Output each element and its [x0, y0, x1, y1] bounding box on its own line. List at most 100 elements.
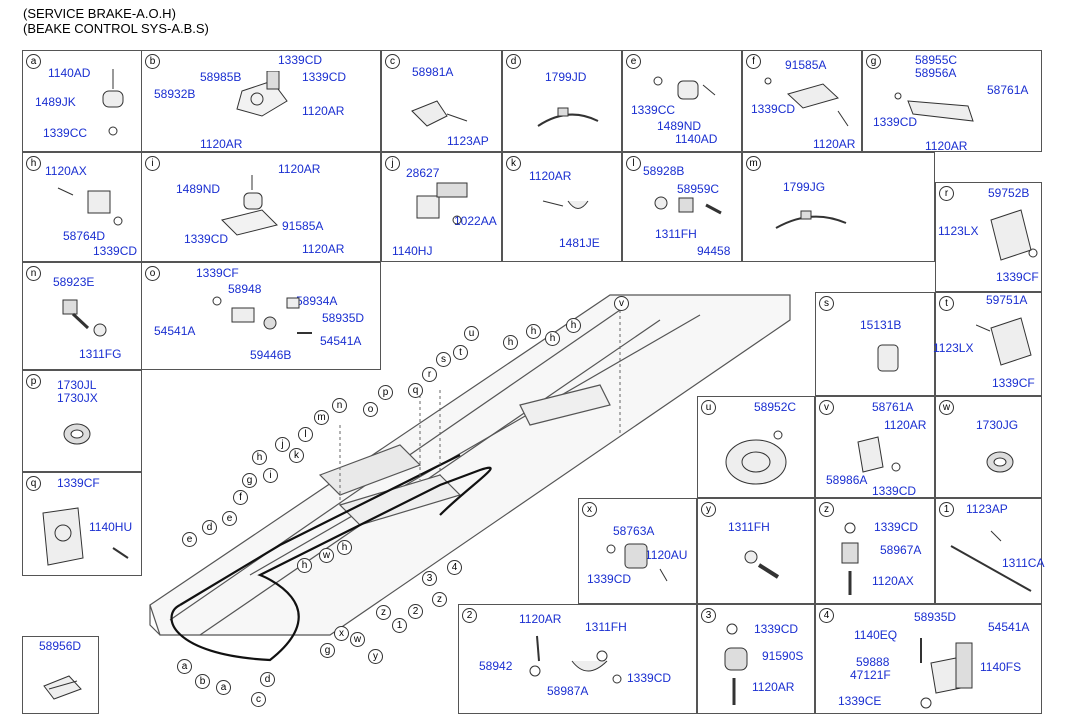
box-e: e 1339CC 1489ND 1140AD: [622, 50, 742, 152]
part-label: 1489ND: [657, 119, 702, 133]
box-letter: u: [701, 400, 716, 415]
callout-bubble: t: [453, 345, 468, 360]
part-booster-icon: [725, 430, 787, 485]
box-j: j 28627 1022AA 1140HJ: [381, 152, 502, 262]
part-label: 1120AR: [200, 137, 243, 151]
part-label: 1120AX: [45, 164, 87, 178]
header-line-1: (SERVICE BRAKE-A.O.H): [23, 6, 176, 21]
box-letter: e: [626, 54, 641, 69]
part-grommet-icon: [63, 423, 91, 445]
part-label: 58928B: [643, 164, 685, 178]
part-label: 1140AD: [48, 66, 91, 80]
callout-bubble: v: [614, 296, 629, 311]
callout-bubble: 2: [408, 604, 423, 619]
part-label: 1799JG: [783, 180, 826, 194]
callout-bubble: l: [298, 427, 313, 442]
part-label: 54541A: [154, 324, 196, 338]
header-line-2: (BEAKE CONTROL SYS-A.B.S): [23, 21, 209, 36]
callout-bubble: 3: [422, 571, 437, 586]
part-label: 59752B: [988, 186, 1030, 200]
part-cable-icon: [950, 530, 1032, 592]
box-letter: 2: [462, 608, 477, 623]
part-label: 1339CD: [873, 115, 918, 129]
box-s: s 15131B: [815, 292, 935, 396]
part-label: 94458: [697, 244, 731, 258]
part-sleeve-icon: [877, 344, 899, 372]
part-label: 1123LX: [938, 224, 979, 238]
callout-bubble: h: [252, 450, 267, 465]
box-letter: d: [506, 54, 521, 69]
part-label: 91585A: [785, 58, 827, 72]
part-label: 54541A: [988, 620, 1030, 634]
callout-bubble: d: [260, 672, 275, 687]
box-3: 3 1339CD 91590S 1120AR: [697, 604, 815, 714]
box-r: r 59752B 1123LX 1339CF: [935, 182, 1042, 292]
part-label: 58763A: [613, 524, 655, 538]
callout-bubble: i: [263, 468, 278, 483]
callout-bubble: j: [275, 437, 290, 452]
callout-bubble: a: [216, 680, 231, 695]
callout-bubble: h: [526, 324, 541, 339]
box-letter: x: [582, 502, 597, 517]
box-2: 2 1120AR 1311FH 58942 58987A 1339CD: [458, 604, 697, 714]
part-clamp-icon: [724, 623, 748, 705]
callout-bubble: a: [177, 659, 192, 674]
box-w: w 1730JG: [935, 396, 1042, 498]
part-label: 54541A: [320, 334, 362, 348]
box-letter: i: [145, 156, 160, 171]
part-label: 1339CF: [996, 270, 1039, 284]
box-letter: z: [819, 502, 834, 517]
part-label: 58952C: [754, 400, 797, 414]
part-label: 1339CD: [627, 671, 672, 685]
part-clip-icon: [542, 200, 589, 209]
part-label: 1311FH: [655, 227, 697, 241]
box-letter: p: [26, 374, 41, 389]
callout-bubble: s: [436, 352, 451, 367]
part-bracket-icon: [857, 436, 901, 473]
callout-bubble: z: [376, 605, 391, 620]
callout-bubble: m: [314, 410, 329, 425]
callout-bubble: b: [195, 674, 210, 689]
part-label: 59888: [856, 655, 890, 669]
part-label: 1339CD: [587, 572, 632, 586]
callout-bubble: x: [334, 626, 349, 641]
callout-bubble: q: [408, 383, 423, 398]
part-label: 1120AR: [813, 137, 856, 151]
box-l: l 58928B 58959C 1311FH 94458: [622, 152, 742, 262]
part-label: 58761A: [987, 83, 1029, 97]
callout-bubble: 1: [392, 618, 407, 633]
box-letter: s: [819, 296, 834, 311]
part-label: 1339CD: [184, 232, 229, 246]
box-v: v 58761A 1120AR 58986A 1339CD: [815, 396, 935, 498]
part-label: 1489ND: [176, 182, 221, 196]
box-d: d 1799JD: [502, 50, 622, 152]
part-tie-icon: [775, 210, 847, 229]
part-label: 58761A: [872, 400, 914, 414]
part-label: 1120AR: [884, 418, 927, 432]
box-standalone: 58956D: [22, 636, 99, 714]
box-k: k 1120AR 1481JE: [502, 152, 622, 262]
part-label: 1120AR: [519, 612, 562, 626]
part-label: 58967A: [880, 543, 922, 557]
part-label: 1120AR: [302, 242, 345, 256]
part-label: 1339CD: [93, 244, 138, 258]
box-letter: o: [145, 266, 160, 281]
part-bracket-icon: [43, 675, 82, 700]
part-plate-icon: [42, 507, 129, 566]
part-label: 58955C: [915, 53, 958, 67]
callout-bubble: p: [378, 385, 393, 400]
part-bracket-icon: [764, 77, 849, 127]
header-title: (SERVICE BRAKE-A.O.H) (BEAKE CONTROL SYS…: [23, 6, 209, 36]
part-label: 58956D: [39, 639, 82, 653]
part-label: 91585A: [282, 219, 324, 233]
part-label: 1339CF: [992, 376, 1035, 390]
part-label: 58942: [479, 659, 513, 673]
callout-bubble: w: [350, 632, 365, 647]
callout-bubble: h: [503, 335, 518, 350]
callout-bubble: o: [363, 402, 378, 417]
part-label: 1489JK: [35, 95, 76, 109]
box-g: g 58955C 58956A 58761A 1339CD 1120AR: [862, 50, 1042, 153]
callout-bubble: e: [182, 532, 197, 547]
box-letter: c: [385, 54, 400, 69]
box-i: i 1120AR 1489ND 91585A 1339CD 1120AR: [141, 152, 381, 262]
